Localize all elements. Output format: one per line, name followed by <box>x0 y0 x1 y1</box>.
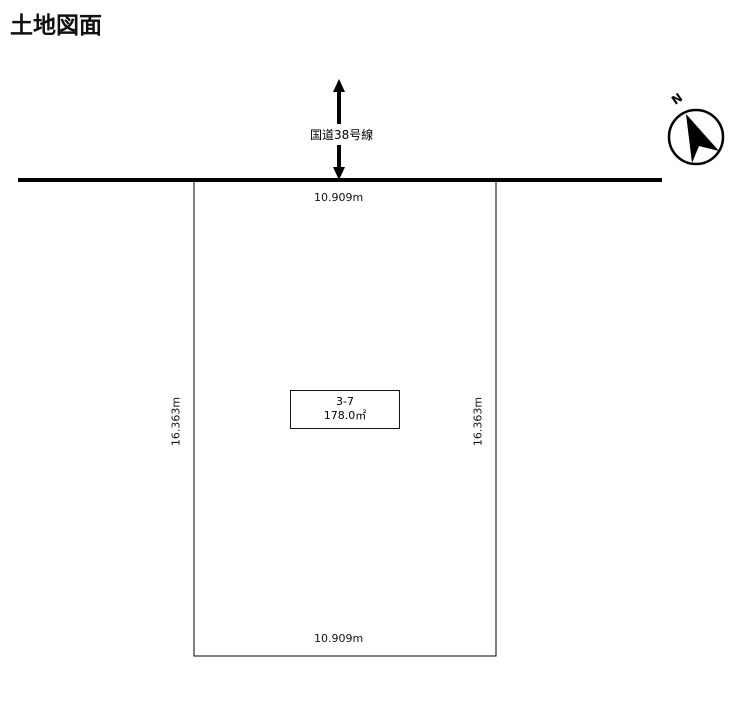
lot-number: 3-7 <box>336 395 354 408</box>
road-label: 国道38号線 <box>308 124 376 145</box>
dimension-right: 16.363m <box>471 396 485 447</box>
lot-boundary <box>193 179 497 657</box>
dimension-left: 16.363m <box>169 396 183 447</box>
dimension-top: 10.909m <box>314 191 364 204</box>
arrow-down-head <box>333 167 345 180</box>
compass-icon <box>667 108 725 166</box>
dimension-bottom: 10.909m <box>314 632 364 645</box>
arrow-up-head <box>333 79 345 92</box>
lot-label-box: 3-7 178.0㎡ <box>290 390 400 429</box>
page-title: 土地図面 <box>10 13 102 39</box>
lot-area: 178.0㎡ <box>323 409 367 422</box>
